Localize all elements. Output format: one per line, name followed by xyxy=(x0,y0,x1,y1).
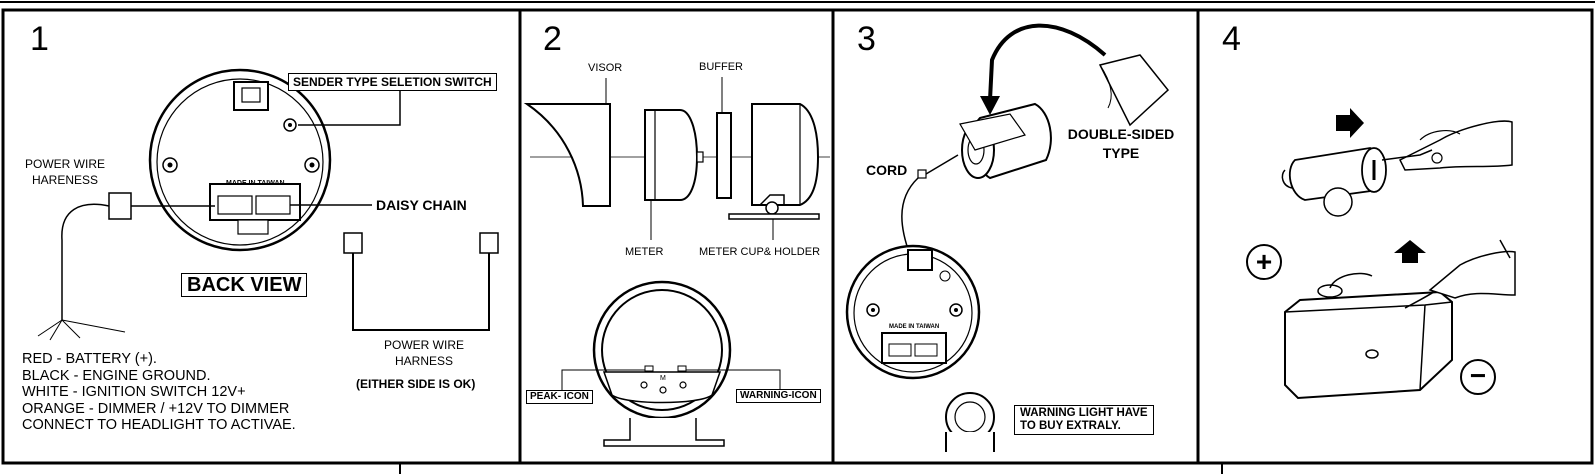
power-wire-label-bottom: HARENESS xyxy=(31,173,99,187)
panel-number-3: 3 xyxy=(857,20,876,58)
back-view-label: BACK VIEW xyxy=(181,273,308,297)
wiring-line-orange: ORANGE - DIMMER / +12V TO DIMMER xyxy=(22,400,290,417)
either-side-label: (EITHER SIDE IS OK) xyxy=(356,377,476,391)
plus-symbol: + xyxy=(1255,246,1273,277)
back-view-gauge-drawing xyxy=(37,68,499,341)
made-in-taiwan-label-3: MADE IN TAIWAN xyxy=(889,324,940,330)
daisy-chain-label: DAISY CHAIN xyxy=(376,197,467,213)
panel-number-4: 4 xyxy=(1222,20,1241,58)
warning-light-note: WARNING LIGHT HAVE TO BUY EXTRALY. xyxy=(1014,405,1154,435)
warning-icon-label: WARNING-ICON xyxy=(736,389,821,403)
minus-symbol: − xyxy=(1469,360,1487,391)
visor-label: VISOR xyxy=(588,62,623,74)
wiring-line-white: WHITE - IGNITION SWITCH 12V+ xyxy=(22,384,246,400)
harness-label-bottom: HARNESS xyxy=(394,354,453,368)
mode-button-letter: M xyxy=(660,375,666,382)
meter-label: METER xyxy=(625,246,664,258)
panel-number-1: 1 xyxy=(30,20,49,58)
sender-switch-label: SENDER TYPE SELETION SWITCH xyxy=(288,73,497,91)
harness-label-top: POWER WIRE xyxy=(384,338,464,352)
meter-cup-holder-label: METER CUP& HOLDER xyxy=(699,246,821,258)
panel-number-2: 2 xyxy=(543,20,562,58)
power-wire-label-top: POWER WIRE xyxy=(25,157,105,171)
cord-label: CORD xyxy=(866,162,908,178)
double-sided-label-bottom: TYPE xyxy=(1102,145,1140,161)
wiring-line-headlight: CONNECT TO HEADLIGHT TO ACTIVAE. xyxy=(22,417,296,433)
warning-light-note-bottom: TO BUY EXTRALY. xyxy=(1020,420,1121,432)
buffer-label: BUFFER xyxy=(699,61,743,73)
wiring-legend: RED - BATTERY (+). BLACK - ENGINE GROUND… xyxy=(22,351,296,434)
wiring-line-black: BLACK - ENGINE GROUND. xyxy=(22,367,211,384)
peak-icon-label: PEAK- ICON xyxy=(526,390,593,404)
wiring-line-red: RED - BATTERY (+). xyxy=(22,351,157,367)
made-in-taiwan-label: MADE IN TAIWAN xyxy=(226,180,285,187)
double-sided-label-top: DOUBLE-SIDED xyxy=(1067,126,1175,142)
warning-light-note-top: WARNING LIGHT HAVE xyxy=(1020,407,1148,419)
